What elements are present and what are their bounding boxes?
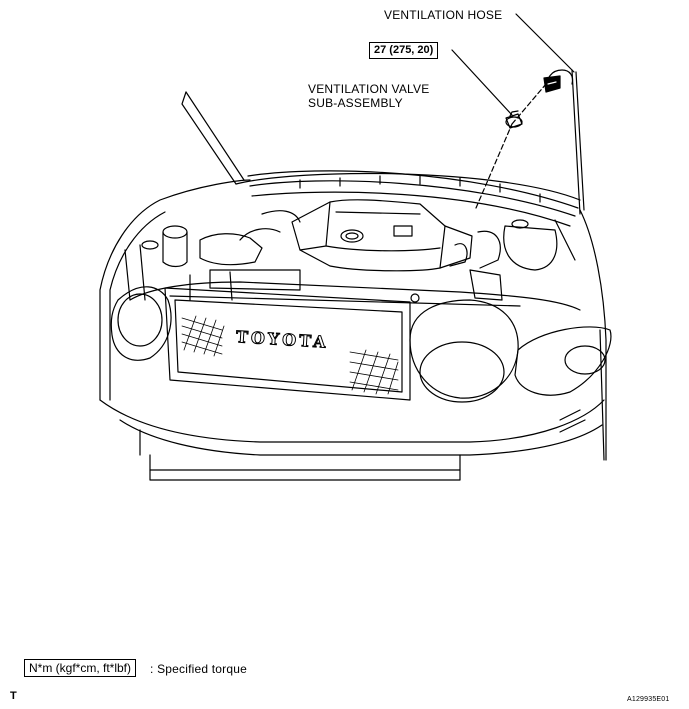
sub-assembly-label: SUB-ASSEMBLY [308,96,403,110]
torque-unit-box: N*m (kgf*cm, ft*lbf) [24,659,137,677]
grille [164,287,411,401]
ventilation-valve-label: VENTILATION VALVE [308,82,430,96]
cowl [247,170,579,227]
figure-code: A129935E01 [627,696,670,703]
ventilation-hose-label: VENTILATION HOSE [384,8,503,22]
grille-mesh-right [349,349,399,395]
headlamp-right [409,299,519,403]
headlamp-left [110,286,172,361]
specified-torque-label: : Specified torque [150,662,247,676]
vehicle-body [99,179,607,481]
grille-mesh-left [181,315,225,357]
hose-clamp [543,69,574,93]
footer-left-mark: T [10,690,17,702]
ventilation-valve [505,110,523,129]
leader-lines [451,13,575,209]
engine-cover [291,199,473,272]
torque-value-box: 27 (275, 20) [369,42,439,59]
front-fascia [129,281,581,311]
engine-bay-right [449,219,576,301]
side-marker-right [514,326,612,396]
engine-bay-left [124,210,301,301]
